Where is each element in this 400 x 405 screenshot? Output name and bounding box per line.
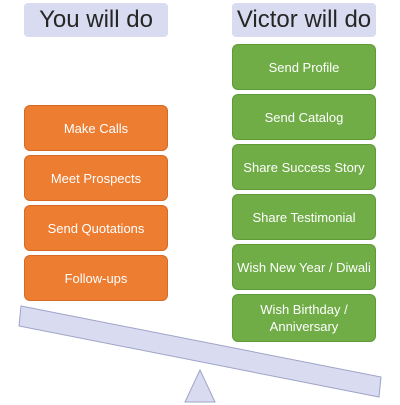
right-column-title: Victor will do xyxy=(232,3,376,37)
right-task-box: Wish Birthday / Anniversary xyxy=(232,294,376,342)
right-task-box: Share Success Story xyxy=(232,144,376,190)
right-task-box: Send Catalog xyxy=(232,94,376,140)
left-task-box: Make Calls xyxy=(24,105,168,151)
left-task-box: Meet Prospects xyxy=(24,155,168,201)
right-task-box: Wish New Year / Diwali xyxy=(232,244,376,290)
right-task-box: Send Profile xyxy=(232,44,376,90)
seesaw-fulcrum xyxy=(184,368,216,403)
right-task-list: Send Profile Send Catalog Share Success … xyxy=(232,44,376,342)
left-column-title: You will do xyxy=(24,3,168,37)
right-task-box: Share Testimonial xyxy=(232,194,376,240)
left-task-list: Make Calls Meet Prospects Send Quotation… xyxy=(24,105,168,301)
left-task-box: Follow-ups xyxy=(24,255,168,301)
left-task-box: Send Quotations xyxy=(24,205,168,251)
